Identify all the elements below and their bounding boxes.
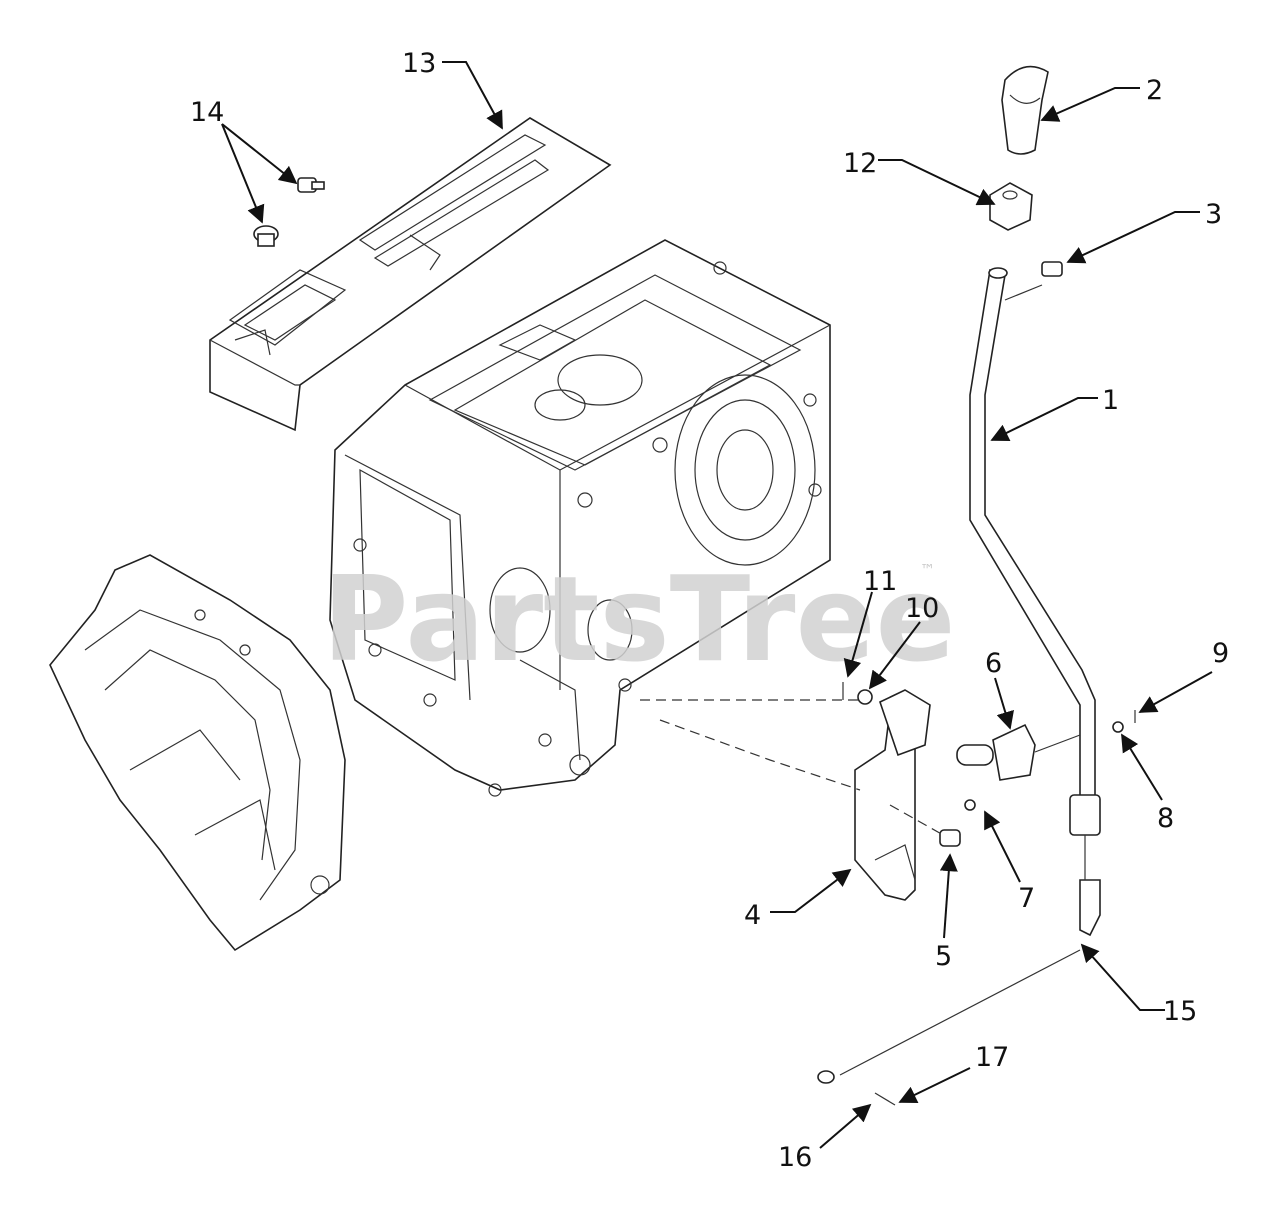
callout-15: 15: [1163, 996, 1197, 1027]
callout-10: 10: [905, 593, 939, 624]
lower-lever-drawing: [1069, 794, 1101, 937]
transmission-case-drawing: [329, 239, 831, 797]
axle-housing-drawing: [49, 554, 346, 952]
shift-knob-drawing: [1001, 65, 1049, 155]
callout-12: 12: [843, 148, 877, 179]
callout-labels: 1 2 3 4 5 6 7 8 9 10 11 12 13 14 15 16 1…: [190, 48, 1229, 1173]
callout-5: 5: [935, 941, 952, 972]
callout-2: 2: [1146, 75, 1163, 106]
callout-1: 1: [1102, 385, 1119, 416]
callout-14: 14: [190, 97, 224, 128]
callout-7: 7: [1018, 883, 1035, 914]
small-hardware-drawing: [842, 682, 1136, 847]
screw-left: [253, 225, 279, 247]
screw-top: [297, 177, 325, 193]
callout-11: 11: [863, 566, 897, 597]
callout-6: 6: [985, 648, 1002, 679]
callout-8: 8: [1157, 803, 1174, 834]
callout-17: 17: [975, 1042, 1009, 1073]
pivot-shaft-drawing: [956, 723, 1036, 781]
shift-rod-drawing: [817, 949, 1081, 1106]
callout-13: 13: [402, 48, 436, 79]
lever-screw-drawing: [1004, 261, 1063, 301]
callout-16: 16: [778, 1142, 812, 1173]
callout-4: 4: [744, 900, 761, 931]
callout-3: 3: [1205, 199, 1222, 230]
callout-leaders: [221, 61, 1213, 1149]
jam-nut-drawing: [989, 182, 1033, 231]
bracket-drawing: [854, 689, 931, 901]
shift-lever-drawing: [969, 267, 1096, 831]
shift-console-drawing: [209, 117, 612, 432]
callout-9: 9: [1212, 638, 1229, 669]
watermark-text: PartsTree: [322, 550, 956, 688]
watermark-trademark: ™: [920, 561, 935, 579]
screw-14-parts: [253, 177, 325, 247]
